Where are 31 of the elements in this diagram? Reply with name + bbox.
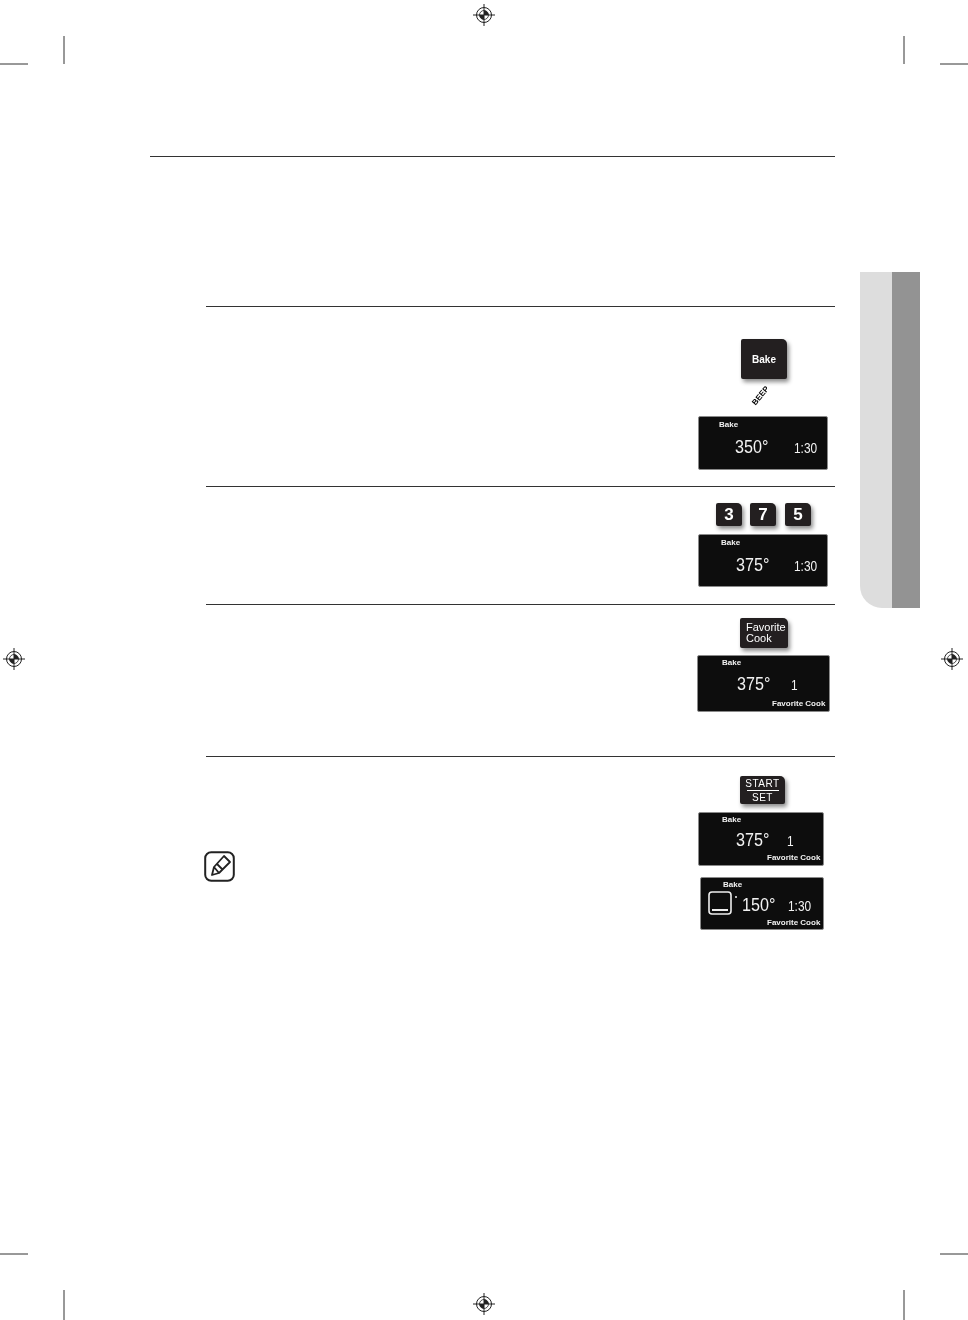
mode-label: Bake bbox=[722, 816, 742, 824]
temperature-readout: 375° bbox=[736, 830, 770, 849]
mode-label: Favorite Cook bbox=[772, 700, 826, 708]
program-number: 1 bbox=[787, 834, 794, 848]
mode-label: Bake bbox=[723, 881, 743, 889]
temperature-readout: 150° bbox=[742, 895, 776, 914]
temperature-readout: 375° bbox=[736, 555, 770, 574]
key-button: 7 bbox=[750, 503, 776, 526]
key-label: START bbox=[745, 777, 780, 789]
temperature-readout: 350° bbox=[735, 437, 769, 456]
temperature-readout: 375° bbox=[737, 674, 771, 693]
timer-readout: 1:30 bbox=[794, 559, 818, 573]
display-panel bbox=[698, 416, 828, 470]
key-button: Favorite Cook bbox=[740, 618, 788, 648]
key-button: 3 bbox=[716, 503, 742, 526]
mode-label: Favorite Cook bbox=[767, 854, 821, 862]
timer-readout: 1:30 bbox=[788, 899, 812, 913]
mode-label: Bake bbox=[719, 421, 739, 429]
key-button bbox=[740, 776, 785, 804]
timer-readout: 1:30 bbox=[794, 441, 818, 455]
mode-label: Favorite Cook bbox=[767, 919, 821, 927]
mode-label: Bake bbox=[722, 659, 742, 667]
program-number: 1 bbox=[791, 678, 798, 692]
display-panel bbox=[698, 812, 824, 866]
mode-label: Bake bbox=[721, 539, 741, 547]
key-button: Bake bbox=[741, 339, 787, 379]
key-label: SET bbox=[752, 791, 773, 803]
key-button: 5 bbox=[785, 503, 811, 526]
display-panel bbox=[697, 655, 830, 712]
display-panel bbox=[698, 534, 828, 587]
display-panel bbox=[700, 877, 824, 930]
